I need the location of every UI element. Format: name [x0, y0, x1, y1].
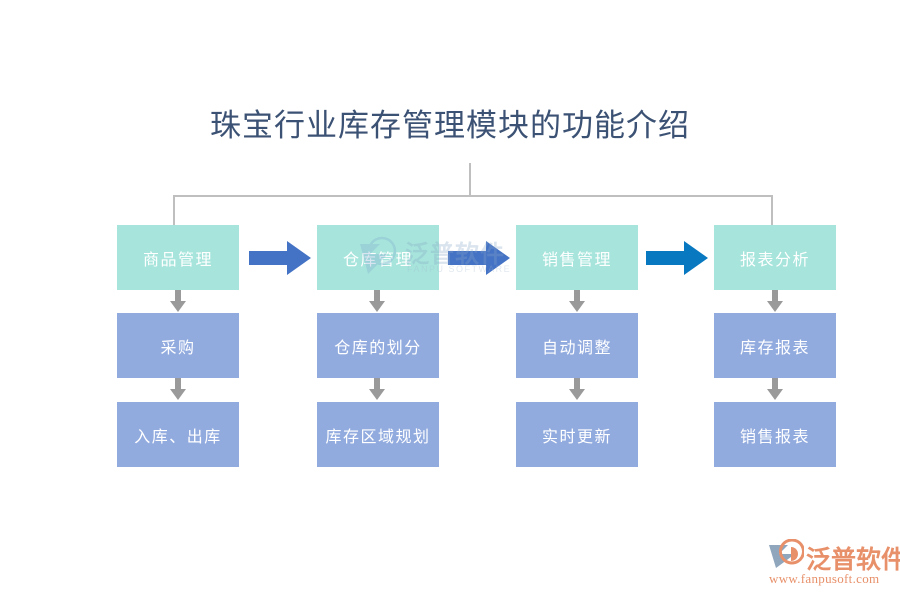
down-arrow-icon — [569, 290, 585, 312]
node-step-库存报表[interactable]: 库存报表 — [714, 313, 836, 378]
down-arrow-icon — [369, 378, 385, 400]
page-title: 珠宝行业库存管理模块的功能介绍 — [210, 108, 690, 143]
down-arrow-icon — [767, 290, 783, 312]
node-header-销售管理[interactable]: 销售管理 — [516, 225, 638, 290]
logo-company-name: 泛普软件 — [806, 546, 900, 574]
flow-arrow-right-icon — [249, 241, 311, 275]
connector-drop-right — [771, 195, 773, 225]
node-header-报表分析[interactable]: 报表分析 — [714, 225, 836, 290]
flow-arrow-right-icon — [448, 241, 510, 275]
down-arrow-icon — [767, 378, 783, 400]
node-step-仓库的划分[interactable]: 仓库的划分 — [317, 313, 439, 378]
node-header-仓库管理[interactable]: 仓库管理 — [317, 225, 439, 290]
node-step-库存区域规划[interactable]: 库存区域规划 — [317, 402, 439, 467]
connector-drop-left — [173, 195, 175, 225]
node-header-商品管理[interactable]: 商品管理 — [117, 225, 239, 290]
connector-stem — [469, 163, 471, 197]
connector-horizontal-bar — [173, 195, 773, 197]
down-arrow-icon — [369, 290, 385, 312]
brand-logo: 泛普软件 www.fanpusoft.com — [768, 538, 900, 592]
down-arrow-icon — [569, 378, 585, 400]
node-step-销售报表[interactable]: 销售报表 — [714, 402, 836, 467]
down-arrow-icon — [170, 378, 186, 400]
logo-url: www.fanpusoft.com — [769, 571, 880, 586]
node-step-采购[interactable]: 采购 — [117, 313, 239, 378]
node-step-入库出库[interactable]: 入库、出库 — [117, 402, 239, 467]
logo-mark-icon — [769, 539, 804, 568]
flow-arrow-right-icon — [646, 241, 708, 275]
node-step-自动调整[interactable]: 自动调整 — [516, 313, 638, 378]
down-arrow-icon — [170, 290, 186, 312]
node-step-实时更新[interactable]: 实时更新 — [516, 402, 638, 467]
